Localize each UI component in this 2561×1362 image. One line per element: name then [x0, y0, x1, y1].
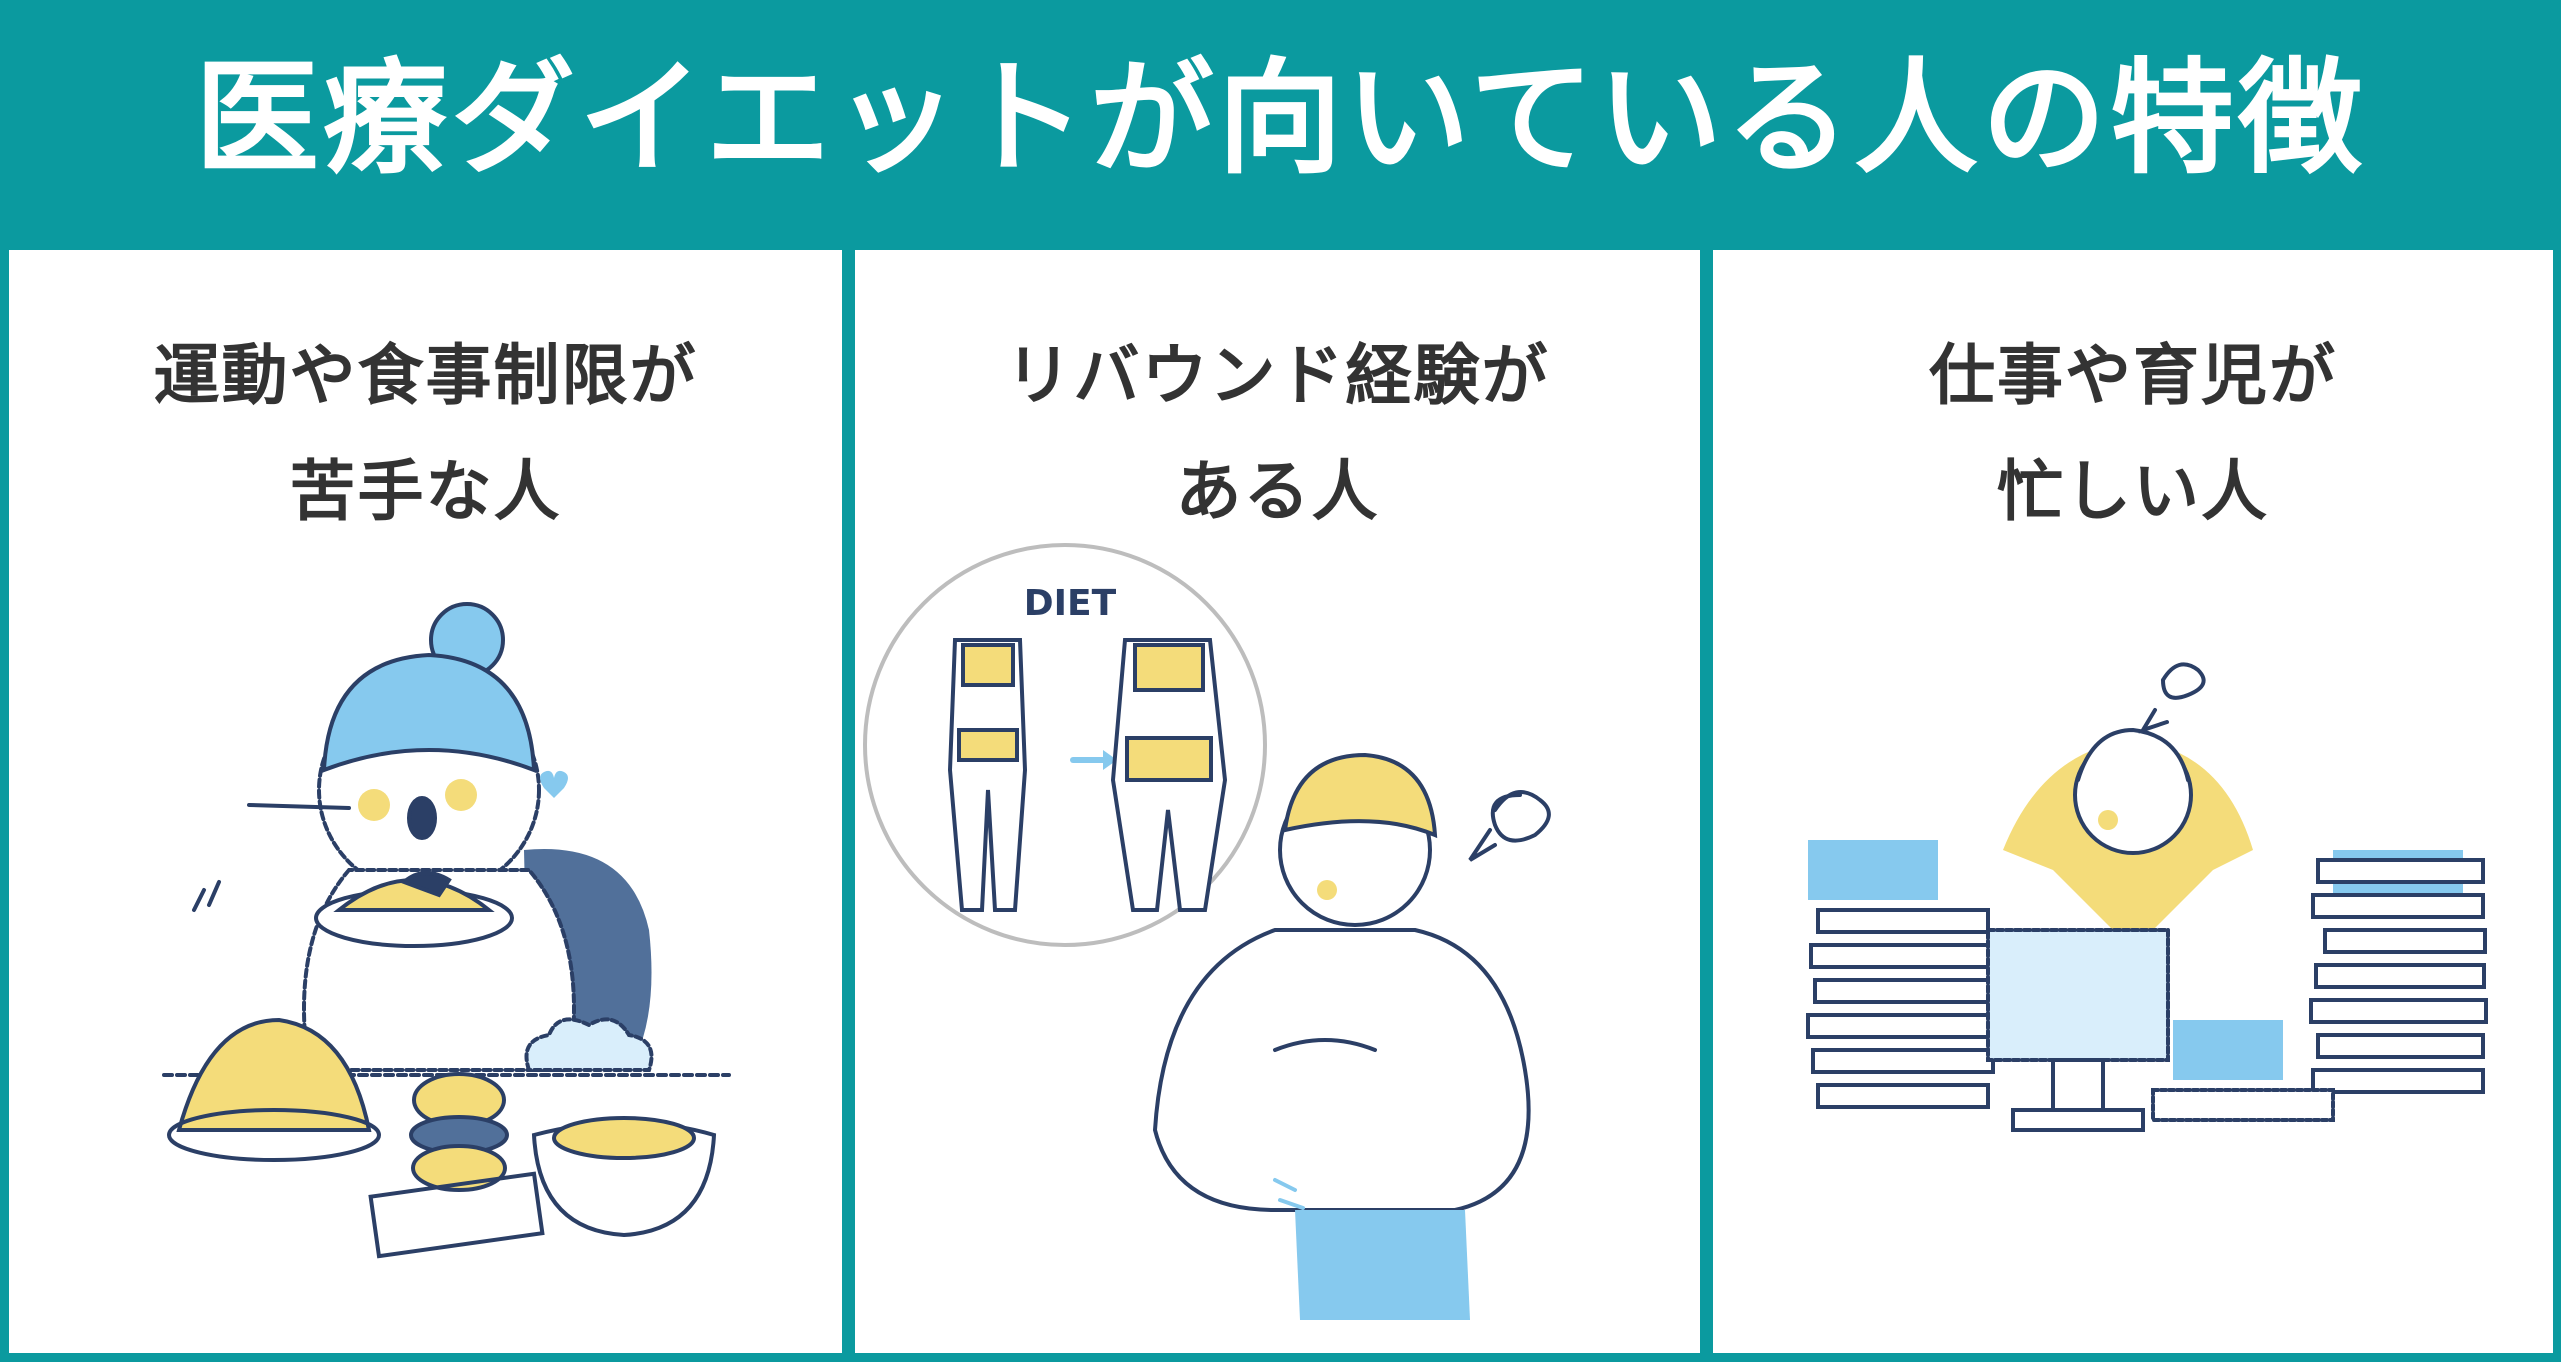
panel-caption: リバウンド経験が ある人 — [855, 318, 1700, 550]
diet-badge: DIET — [1024, 583, 1117, 624]
caption-line-2: ある人 — [1175, 453, 1380, 530]
panel-busy: 仕事や育児が 忙しい人 — [1713, 250, 2553, 1353]
caption-line-1: 仕事や育児が — [1929, 337, 2337, 414]
header-banner: 医療ダイエットが向いている人の特徴 — [0, 0, 2561, 245]
panel-exercise-diet: 運動や食事制限が 苦手な人 — [9, 250, 842, 1353]
caption-line-2: 苦手な人 — [289, 453, 562, 530]
panel-caption: 仕事や育児が 忙しい人 — [1713, 318, 2553, 550]
page-title: 医療ダイエットが向いている人の特徴 — [194, 46, 2367, 191]
caption-line-1: 運動や食事制限が — [153, 337, 698, 414]
rebound-woman-illustration: DIET — [863, 543, 1551, 1320]
busy-woman-illustration — [1806, 662, 2488, 1132]
caption-line-1: リバウンド経験が — [1005, 337, 1550, 414]
eating-woman-illustration — [162, 602, 731, 1259]
caption-line-2: 忙しい人 — [1997, 453, 2269, 530]
panel-caption: 運動や食事制限が 苦手な人 — [9, 318, 842, 550]
panel-rebound: リバウンド経験が ある人 DIET — [855, 250, 1700, 1353]
